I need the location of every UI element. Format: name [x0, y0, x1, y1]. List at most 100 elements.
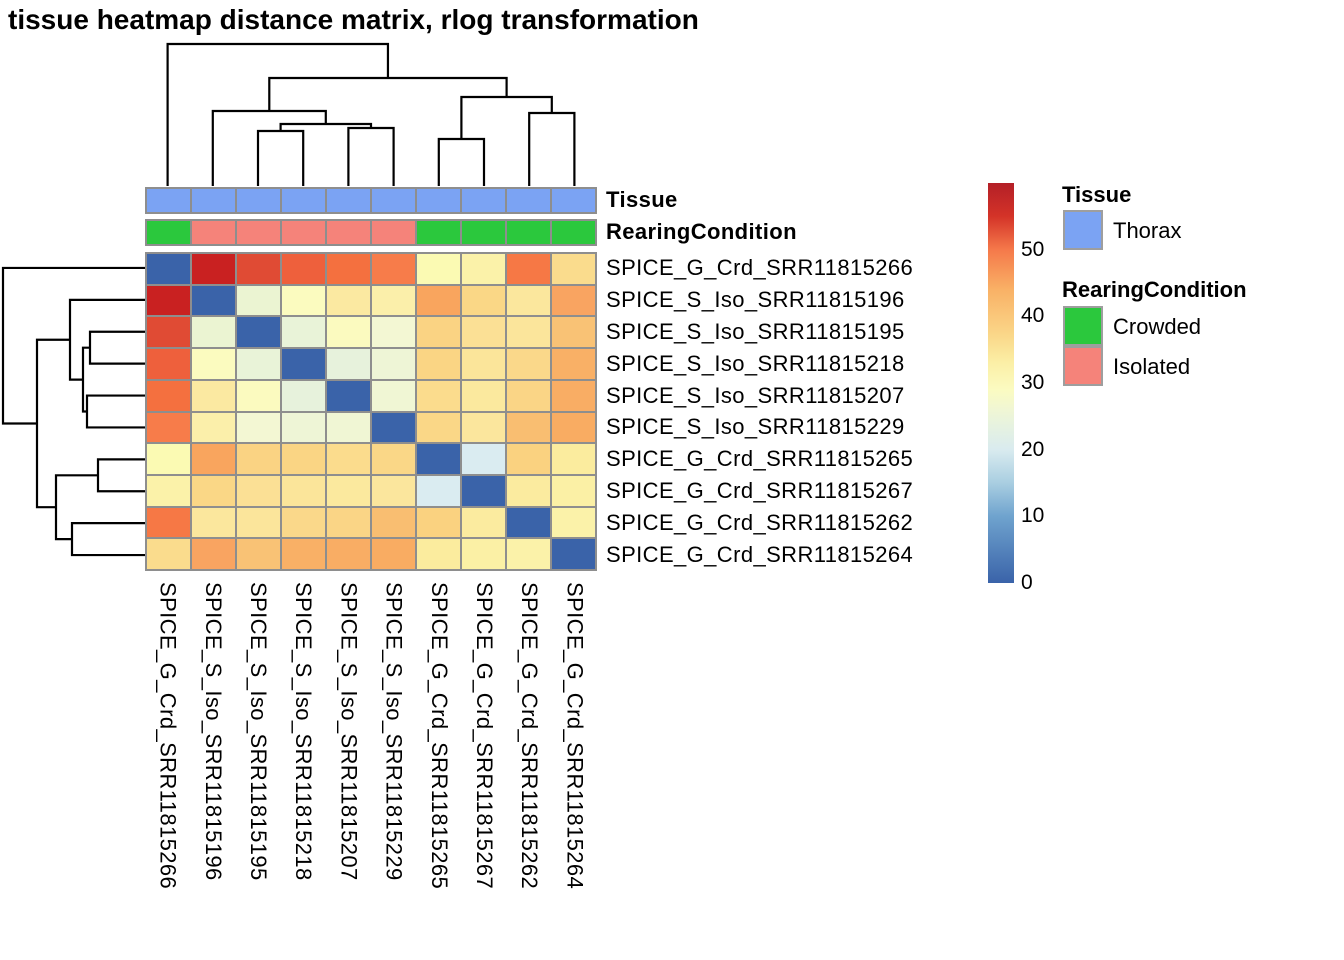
colorbar-tick-label: 40: [1021, 304, 1045, 328]
heatmap-cell: [147, 475, 190, 506]
heatmap-cell: [462, 349, 505, 379]
heatmap-cell: [372, 285, 415, 316]
rearing-annotation-cell: [462, 221, 505, 244]
heatmap-cell: [552, 285, 595, 316]
row-label: SPICE_S_Iso_SRR11815218: [606, 350, 905, 376]
colorbar-tick-label: 50: [1021, 237, 1045, 261]
row-label: SPICE_S_Iso_SRR11815195: [606, 318, 905, 344]
heatmap-cell: [327, 412, 370, 443]
heatmap-cell: [552, 412, 595, 443]
rearing-annotation-cell: [372, 221, 415, 244]
rearing-annotation-cell: [552, 221, 595, 244]
heatmap-cell: [282, 254, 325, 284]
heatmap-cell: [507, 285, 550, 316]
heatmap-cell: [192, 412, 235, 443]
heatmap-cell: [282, 444, 325, 474]
heatmap-cell: [237, 349, 280, 379]
heatmap-cell: [192, 444, 235, 474]
column-label: SPICE_S_Iso_SRR11815196: [200, 582, 226, 881]
rearing-annotation-cell: [507, 221, 550, 244]
heatmap-cell: [372, 254, 415, 284]
legend-crowded-swatch: [1063, 306, 1103, 346]
row-label: SPICE_G_Crd_SRR11815267: [606, 478, 914, 504]
heatmap-cell: [147, 317, 190, 348]
tissue-annotation-cell: [417, 189, 460, 212]
heatmap-cell: [417, 539, 460, 569]
heatmap-cell: [192, 317, 235, 348]
heatmap-cell: [462, 317, 505, 348]
heatmap-cell: [417, 380, 460, 411]
rearing-condition-annotation-bar: [145, 219, 597, 246]
legend-isolated-label: Isolated: [1113, 354, 1191, 379]
heatmap-cell: [417, 254, 460, 284]
row-label: SPICE_S_Iso_SRR11815207: [606, 382, 905, 408]
tissue-annotation-label: Tissue: [606, 187, 678, 212]
heatmap-cell: [237, 380, 280, 411]
heatmap-cell: [372, 317, 415, 348]
heatmap-cell: [552, 317, 595, 348]
heatmap-cell: [462, 539, 505, 569]
heatmap-cell: [237, 444, 280, 474]
heatmap-cell: [552, 254, 595, 284]
heatmap-cell: [327, 380, 370, 411]
heatmap-cell: [237, 285, 280, 316]
heatmap-cell: [372, 507, 415, 538]
heatmap-cell: [282, 507, 325, 538]
heatmap-cell: [327, 507, 370, 538]
heatmap-cell: [417, 507, 460, 538]
heatmap-cell: [417, 317, 460, 348]
colorbar-tick-label: 30: [1021, 371, 1045, 394]
heatmap-cell: [147, 539, 190, 569]
heatmap-cell: [237, 507, 280, 538]
heatmap-cell: [552, 380, 595, 411]
rearing-annotation-cell: [282, 221, 325, 244]
heatmap-cell: [327, 475, 370, 506]
heatmap-cell: [327, 254, 370, 284]
row-label: SPICE_G_Crd_SRR11815265: [606, 446, 914, 472]
row-label: SPICE_G_Crd_SRR11815264: [606, 542, 914, 568]
heatmap-cell: [147, 254, 190, 284]
heatmap-cell: [192, 380, 235, 411]
heatmap-cell: [237, 412, 280, 443]
heatmap-cell: [282, 539, 325, 569]
heatmap-cell: [372, 539, 415, 569]
heatmap-cell: [327, 317, 370, 348]
legend-thorax-swatch: [1063, 210, 1103, 250]
heatmap-cell: [417, 444, 460, 474]
heatmap-cell: [417, 475, 460, 506]
heatmap-cell: [462, 254, 505, 284]
heatmap-cell: [462, 412, 505, 443]
heatmap-cell: [372, 475, 415, 506]
column-label: SPICE_G_Crd_SRR11815264: [562, 582, 588, 890]
column-label: SPICE_S_Iso_SRR11815218: [291, 582, 317, 881]
heatmap-cell: [282, 412, 325, 443]
heatmap-cell: [192, 507, 235, 538]
heatmap-cell: [372, 444, 415, 474]
tissue-annotation-cell: [372, 189, 415, 212]
heatmap-cell: [192, 539, 235, 569]
heatmap-cell: [552, 349, 595, 379]
tissue-annotation-cell: [147, 189, 190, 212]
heatmap-cell: [372, 412, 415, 443]
column-label: SPICE_G_Crd_SRR11815262: [517, 582, 543, 890]
heatmap-cell: [507, 507, 550, 538]
rearing-annotation-cell: [192, 221, 235, 244]
heatmap-cell: [147, 444, 190, 474]
heatmap-cell: [462, 507, 505, 538]
column-label: SPICE_S_Iso_SRR11815195: [246, 582, 271, 881]
row-label: SPICE_S_Iso_SRR11815229: [606, 414, 905, 440]
heatmap-cell: [372, 380, 415, 411]
heatmap-cell: [552, 475, 595, 506]
heatmap-cell: [552, 539, 595, 569]
heatmap-cell: [237, 254, 280, 284]
heatmap-cell: [507, 349, 550, 379]
column-label: SPICE_G_Crd_SRR11815266: [155, 582, 181, 890]
heatmap-cell: [192, 349, 235, 379]
tissue-annotation-cell: [507, 189, 550, 212]
heatmap-cell: [327, 349, 370, 379]
heatmap-cell: [192, 285, 235, 316]
legend-rearing-title: RearingCondition: [1062, 277, 1247, 302]
heatmap-cell: [147, 380, 190, 411]
rearing-annotation-cell: [237, 221, 280, 244]
